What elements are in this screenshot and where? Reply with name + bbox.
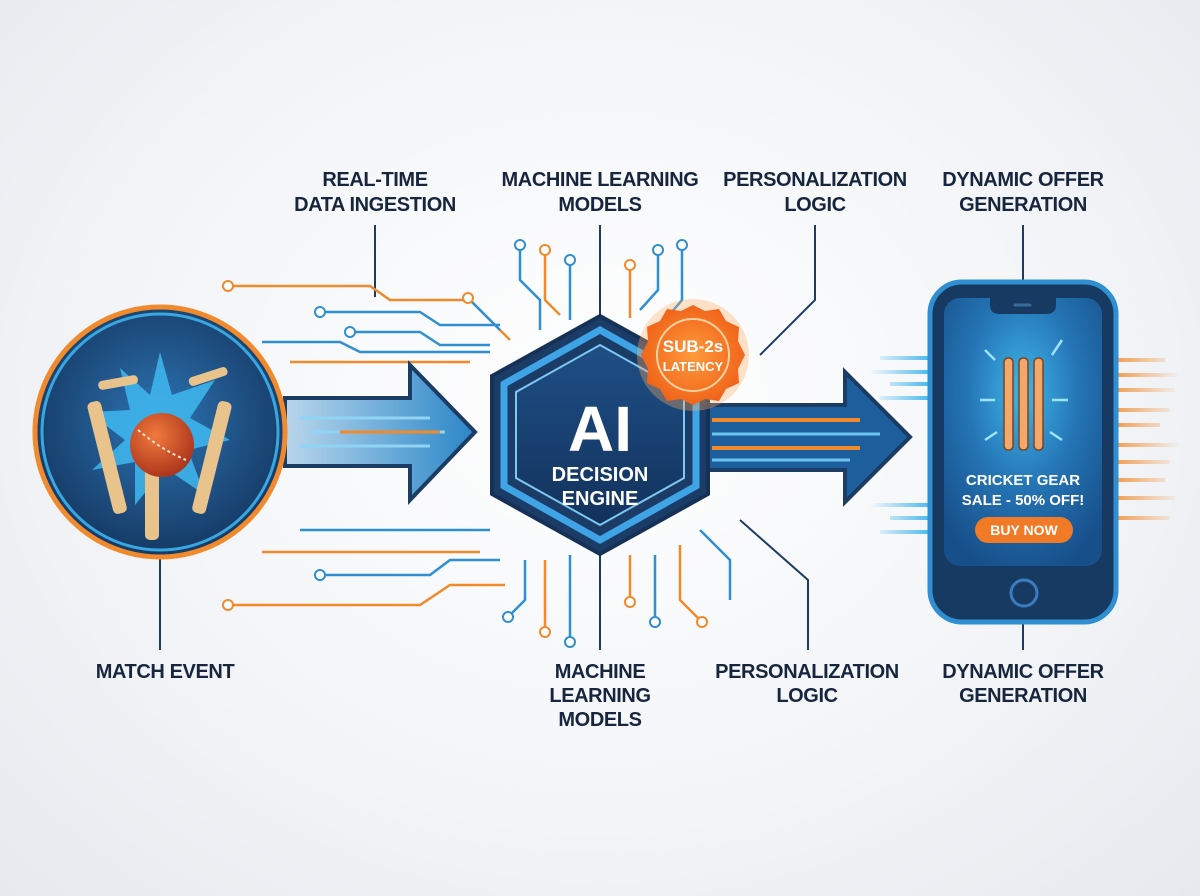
leader-lines bbox=[159, 225, 1024, 650]
label-personalization-bottom: PERSONALIZATION LOGIC bbox=[715, 661, 899, 707]
engine-subtitle-1: DECISION bbox=[552, 464, 649, 486]
label-line: DYNAMIC OFFER bbox=[942, 169, 1104, 191]
badge-line2: LATENCY bbox=[663, 359, 724, 374]
label-line: PERSONALIZATION bbox=[715, 661, 899, 683]
label-line: LEARNING bbox=[549, 685, 650, 707]
label-real-time-data-ingestion: REAL-TIME DATA INGESTION bbox=[294, 169, 456, 216]
buy-now-button[interactable]: BUY NOW bbox=[975, 517, 1073, 543]
label-line: MACHINE LEARNING bbox=[502, 169, 699, 191]
circuit-traces bbox=[222, 239, 732, 648]
badge-line1: SUB-2s bbox=[663, 337, 723, 356]
offer-line2: SALE - 50% OFF! bbox=[962, 492, 1085, 509]
label-dynamic-offer-bottom: DYNAMIC OFFER GENERATION bbox=[942, 661, 1105, 707]
label-line: PERSONALIZATION bbox=[723, 169, 907, 191]
label-line: DYNAMIC OFFER bbox=[942, 661, 1104, 683]
smartphone-icon: CRICKET GEAR SALE - 50% OFF! bbox=[927, 279, 1119, 625]
match-event-icon bbox=[32, 304, 288, 560]
engine-subtitle-2: ENGINE bbox=[562, 488, 639, 510]
label-line: GENERATION bbox=[959, 685, 1087, 707]
label-line: MATCH EVENT bbox=[96, 661, 235, 683]
speed-streaks bbox=[870, 356, 1180, 534]
label-line: MACHINE bbox=[555, 661, 646, 683]
label-line: DATA INGESTION bbox=[294, 194, 456, 216]
buy-now-label[interactable]: BUY NOW bbox=[990, 522, 1058, 538]
label-line: REAL-TIME bbox=[322, 169, 427, 191]
engine-title: AI bbox=[568, 393, 632, 465]
flow-arrow-left bbox=[283, 360, 478, 505]
label-line: LOGIC bbox=[784, 194, 845, 216]
flow-arrow-right bbox=[703, 367, 913, 507]
label-dynamic-offer-top: DYNAMIC OFFER GENERATION bbox=[942, 169, 1105, 216]
label-line: MODELS bbox=[558, 709, 641, 731]
label-machine-learning-bottom: MACHINE LEARNING MODELS bbox=[549, 661, 651, 731]
label-machine-learning-top: MACHINE LEARNING MODELS bbox=[502, 169, 699, 216]
label-line: LOGIC bbox=[776, 685, 837, 707]
label-personalization-top: PERSONALIZATION LOGIC bbox=[723, 169, 907, 216]
label-match-event: MATCH EVENT bbox=[96, 661, 235, 683]
offer-line1: CRICKET GEAR bbox=[966, 472, 1080, 489]
stumps-icon bbox=[980, 339, 1068, 451]
label-line: MODELS bbox=[558, 194, 641, 216]
latency-badge: SUB-2s LATENCY bbox=[637, 299, 749, 411]
label-line: GENERATION bbox=[959, 194, 1087, 216]
